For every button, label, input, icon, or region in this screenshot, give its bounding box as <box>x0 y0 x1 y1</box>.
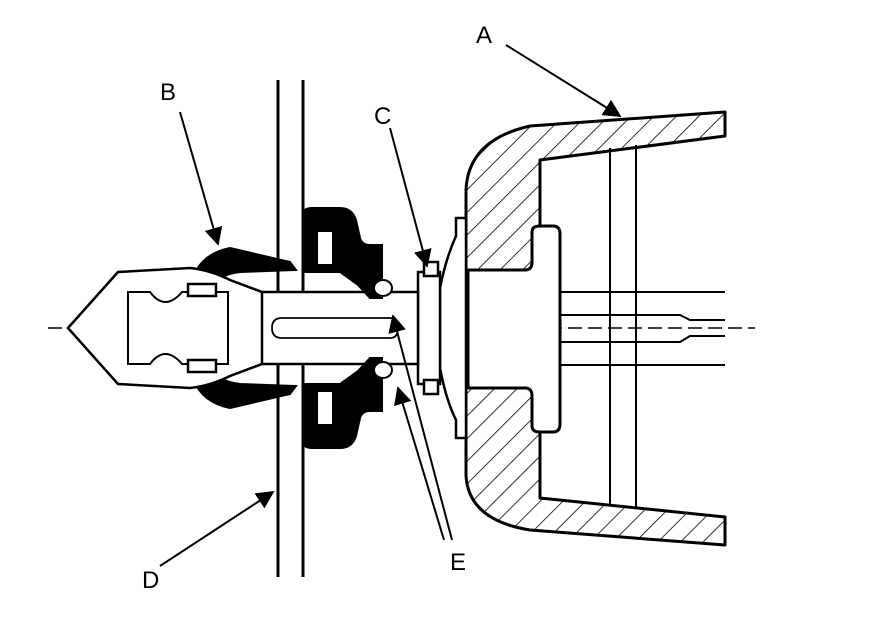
housing-boss <box>466 224 562 434</box>
grommet-body <box>302 207 383 449</box>
callout-c-label: C <box>374 103 391 130</box>
pin-flange <box>416 216 468 440</box>
clip-head <box>66 266 264 390</box>
pin-shaft <box>258 290 420 366</box>
callout-a-label: A <box>476 22 492 49</box>
callout-b-label: B <box>160 79 176 106</box>
callout-e-label: E <box>450 549 466 576</box>
leader-lines <box>159 44 622 567</box>
callout-d-label: D <box>142 567 159 594</box>
seal-balls <box>373 279 393 379</box>
housing-body <box>464 110 727 547</box>
